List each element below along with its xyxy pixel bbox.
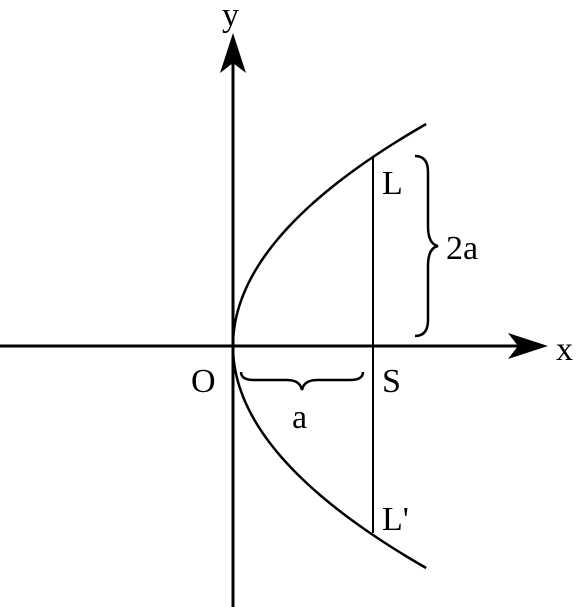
y-axis-arrowhead [220,33,246,73]
focal-distance-brace [239,371,365,391]
latus-top-label: L [382,165,403,202]
focus-label: S [382,363,401,400]
origin-label: O [191,363,216,400]
focal-distance-label: a [292,399,307,436]
y-axis-label: y [222,0,239,34]
half-latus-label: 2a [446,230,478,267]
parabola-curve [231,122,427,570]
x-axis-arrowhead [508,333,548,359]
x-axis-label: x [556,331,573,368]
half-latus-brace [414,154,439,338]
latus-bottom-label: L' [382,501,409,538]
